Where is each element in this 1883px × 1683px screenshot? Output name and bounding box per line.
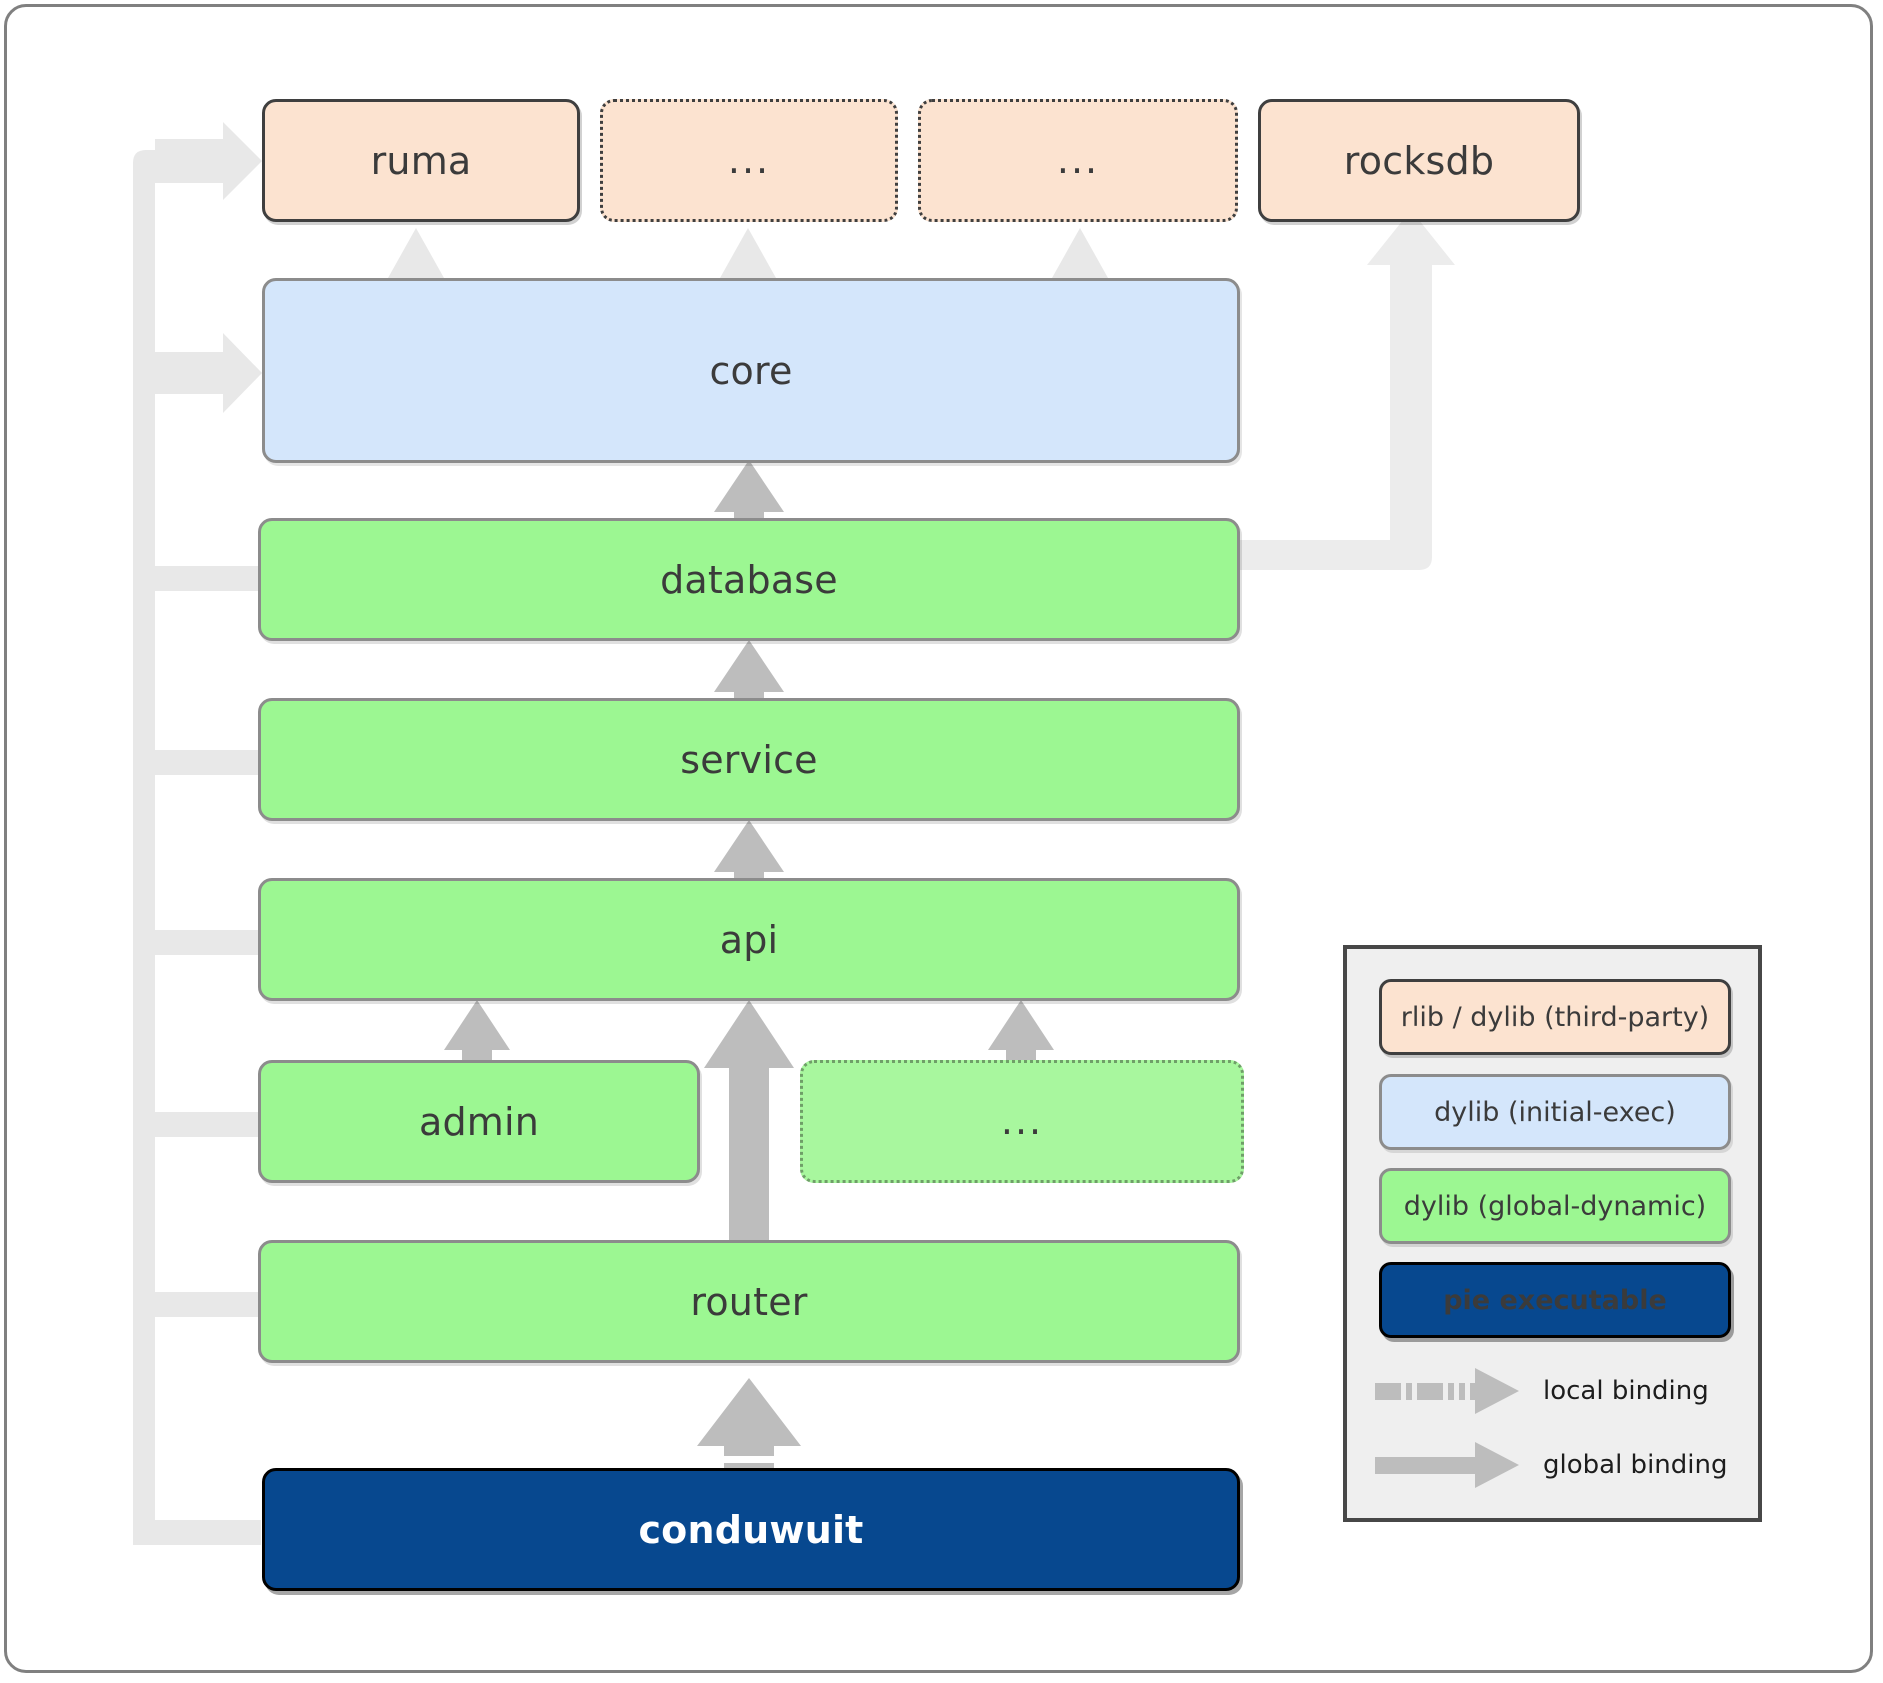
node-third-extra-2-label: ... [1056,137,1100,182]
legend-binding-local-label: local binding [1543,1376,1709,1406]
legend-binding-global: global binding [1373,1437,1743,1493]
legend-item-pie-executable-label: pie executable [1443,1284,1667,1316]
node-router-label: router [690,1279,808,1324]
node-admin[interactable]: admin [258,1060,700,1183]
node-api[interactable]: api [258,878,1240,1001]
node-service[interactable]: service [258,698,1240,821]
node-service-label: service [680,737,818,782]
legend-item-initial-exec: dylib (initial-exec) [1379,1074,1731,1150]
legend-item-third-party-label: rlib / dylib (third-party) [1400,1001,1710,1033]
node-ruma-label: ruma [370,138,472,183]
node-router[interactable]: router [258,1240,1240,1363]
node-core-label: core [709,348,793,393]
node-database[interactable]: database [258,518,1240,641]
global-binding-arrow-icon [1375,1442,1519,1488]
legend-binding-global-label: global binding [1543,1450,1728,1480]
node-conduwuit[interactable]: conduwuit [262,1468,1240,1591]
legend-item-initial-exec-label: dylib (initial-exec) [1434,1096,1676,1128]
node-global-extra[interactable]: ... [800,1060,1244,1183]
legend-panel: rlib / dylib (third-party) dylib (initia… [1343,945,1762,1522]
node-third-extra-1[interactable]: ... [600,99,898,222]
node-core[interactable]: core [262,278,1240,463]
node-third-extra-2[interactable]: ... [918,99,1238,222]
node-rocksdb-label: rocksdb [1343,138,1495,183]
legend-item-pie-executable: pie executable [1379,1262,1731,1338]
local-binding-arrow-icon [1375,1368,1519,1414]
node-conduwuit-label: conduwuit [638,1507,864,1552]
legend-binding-local: local binding [1373,1363,1743,1419]
node-ruma[interactable]: ruma [262,99,580,222]
node-rocksdb[interactable]: rocksdb [1258,99,1580,222]
legend-item-global-dynamic: dylib (global-dynamic) [1379,1168,1731,1244]
node-global-extra-label: ... [1000,1098,1044,1143]
node-third-extra-1-label: ... [727,137,771,182]
node-database-label: database [660,557,838,602]
node-admin-label: admin [418,1099,540,1144]
legend-item-third-party: rlib / dylib (third-party) [1379,979,1731,1055]
legend-item-global-dynamic-label: dylib (global-dynamic) [1403,1190,1707,1222]
node-api-label: api [719,917,779,962]
